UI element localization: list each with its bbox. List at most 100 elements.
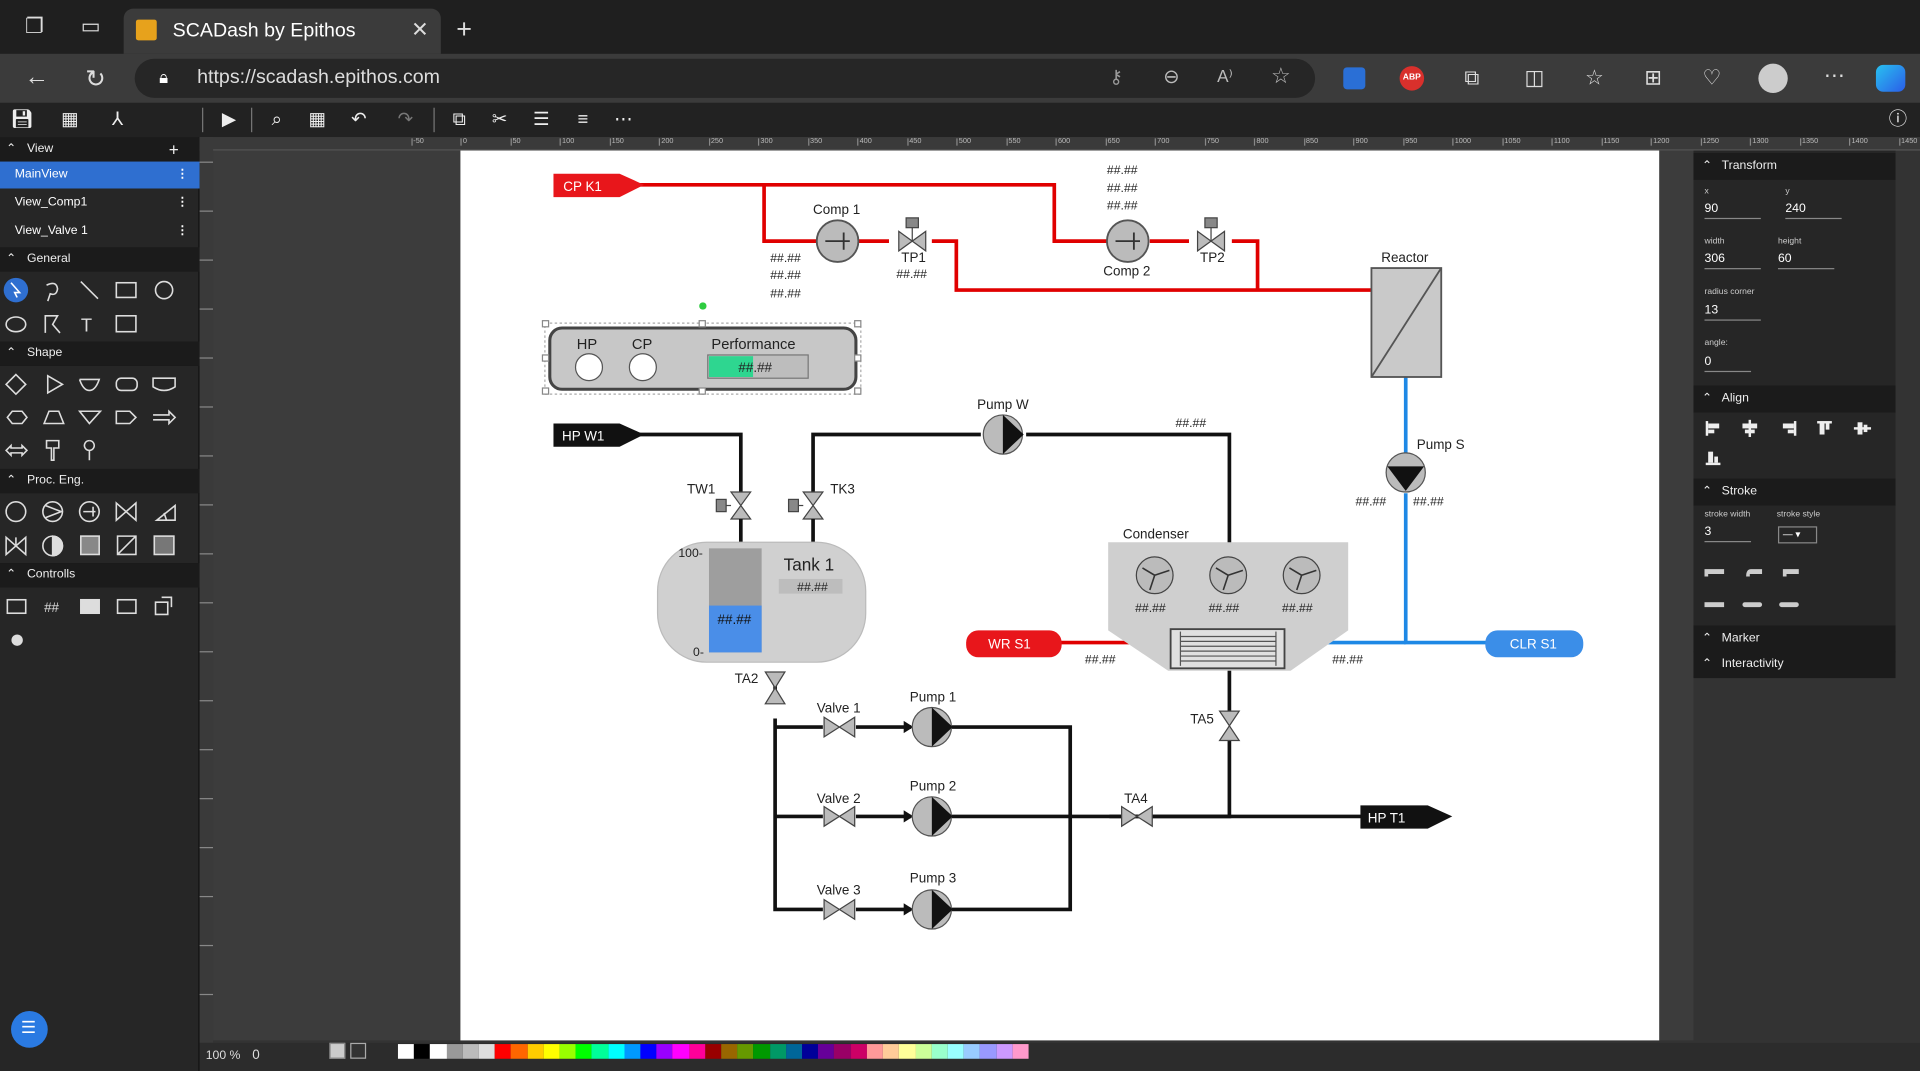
rectangle-tool[interactable] — [115, 281, 137, 299]
tag-clr-s1[interactable]: CLR S1 — [1485, 630, 1584, 658]
funnel-shape[interactable] — [77, 410, 103, 425]
help-icon[interactable]: ⓘ — [1888, 108, 1908, 130]
tank-1[interactable]: ##.## 100- 0- Tank 1 ##.## — [656, 541, 867, 663]
collections-icon[interactable]: ⊞ — [1644, 66, 1662, 90]
diamond-shape[interactable] — [4, 373, 27, 396]
text-tool[interactable]: T — [81, 315, 92, 336]
palette-swatch[interactable] — [462, 1044, 479, 1059]
palette-swatch[interactable] — [737, 1044, 754, 1059]
circle-tool[interactable] — [154, 280, 174, 300]
view-menu-icon[interactable]: ⋮ — [176, 167, 189, 182]
palette-swatch[interactable] — [1012, 1044, 1029, 1059]
view-menu-icon[interactable]: ⋮ — [176, 223, 189, 238]
palette-swatch[interactable] — [915, 1044, 932, 1059]
align-top-icon[interactable] — [1817, 421, 1832, 435]
hexagon-shape[interactable] — [6, 410, 28, 425]
double-arrow-shape[interactable] — [4, 443, 29, 458]
angle-valve-symbol[interactable] — [154, 503, 176, 521]
compressor-comp1[interactable] — [815, 219, 860, 263]
close-tab-icon[interactable]: ✕ — [411, 18, 429, 42]
container-shape[interactable] — [152, 377, 176, 392]
play-icon[interactable]: ▶ — [221, 108, 237, 130]
palette-swatch[interactable] — [575, 1044, 592, 1059]
stroke-color-swatch[interactable] — [350, 1042, 367, 1059]
interactivity-section-header[interactable]: ⌃Interactivity — [1693, 651, 1896, 679]
browser-essentials-icon[interactable]: ♡ — [1702, 66, 1722, 90]
half-circle-symbol[interactable] — [42, 535, 64, 557]
palette-swatch[interactable] — [996, 1044, 1013, 1059]
color-palette[interactable] — [397, 1044, 1029, 1059]
general-section-header[interactable]: ⌃General — [0, 247, 200, 272]
zoom-out-icon[interactable]: ⊖ — [1163, 67, 1180, 89]
marker-section-header[interactable]: ⌃Marker — [1693, 625, 1896, 653]
pump-symbol[interactable] — [42, 501, 64, 523]
shape-section-header[interactable]: ⌃Shape — [0, 341, 200, 366]
palette-swatch[interactable] — [656, 1044, 673, 1059]
palette-swatch[interactable] — [559, 1044, 576, 1059]
panel-control[interactable] — [6, 598, 27, 615]
palette-swatch[interactable] — [850, 1044, 867, 1059]
pattern-fill-symbol[interactable] — [80, 535, 100, 556]
workspaces-icon[interactable]: ❐ — [24, 14, 44, 38]
align-middle-icon[interactable] — [1853, 422, 1872, 435]
dashboard-icon[interactable]: ▦ — [61, 108, 79, 130]
palette-swatch[interactable] — [979, 1044, 997, 1059]
zoom-icon[interactable]: ⌕ — [271, 108, 282, 130]
angle-field[interactable]: 0 — [1704, 355, 1752, 373]
palette-swatch[interactable] — [834, 1044, 851, 1059]
align-left-icon[interactable] — [1705, 421, 1720, 436]
pin-shape[interactable] — [83, 439, 95, 461]
more-tools-icon[interactable]: ⋯ — [614, 108, 633, 130]
valve-tp2[interactable] — [1196, 217, 1226, 253]
read-aloud-icon[interactable]: A⁾ — [1217, 66, 1233, 86]
compressor-comp2[interactable] — [1106, 219, 1150, 263]
value-control[interactable]: ## — [44, 600, 59, 615]
condenser[interactable]: ##.## ##.## ##.## — [1108, 542, 1349, 671]
copilot-icon[interactable] — [1875, 64, 1906, 92]
join-round-icon[interactable] — [1742, 602, 1763, 608]
join-miter-icon[interactable] — [1704, 602, 1725, 608]
palette-swatch[interactable] — [721, 1044, 738, 1059]
valve-ta5[interactable] — [1218, 710, 1241, 742]
rotate-handle[interactable] — [699, 302, 707, 310]
menu-fab[interactable]: ☰ — [11, 1011, 48, 1048]
zoom-level[interactable]: 100 % — [205, 1048, 241, 1063]
align-bottom-icon[interactable] — [1705, 451, 1721, 466]
view-item-mainview[interactable]: MainView⋮ — [0, 161, 200, 189]
refresh-icon[interactable]: ↻ — [85, 66, 106, 94]
browser-tab[interactable]: SCADash by Epithos ✕ — [123, 8, 441, 54]
dropdown-control[interactable] — [116, 598, 137, 615]
valve-ta4[interactable] — [1121, 805, 1153, 828]
favorites-icon[interactable]: ☆ — [1584, 66, 1604, 90]
valve-2[interactable] — [823, 805, 856, 828]
palette-swatch[interactable] — [882, 1044, 900, 1059]
transform-section-header[interactable]: ⌃Transform — [1693, 153, 1896, 180]
tag-hp-t1[interactable]: HP T1 — [1360, 805, 1453, 829]
switch-control[interactable] — [154, 596, 173, 616]
palette-swatch[interactable] — [640, 1044, 657, 1059]
view-item-comp1[interactable]: View_Comp1⋮ — [0, 190, 200, 217]
rotation-value[interactable]: 0 — [252, 1047, 260, 1063]
key-icon[interactable]: ⚷ — [1109, 67, 1123, 89]
palette-swatch[interactable] — [963, 1044, 980, 1059]
controls-section-header[interactable]: ⌃Controlls — [0, 563, 200, 588]
bowl-shape[interactable] — [78, 378, 101, 392]
palette-swatch[interactable] — [527, 1044, 544, 1059]
filter-symbol[interactable] — [116, 535, 137, 556]
trapezoid-shape[interactable] — [42, 410, 65, 425]
pentagon-shape[interactable] — [115, 410, 138, 425]
palette-swatch[interactable] — [818, 1044, 835, 1059]
copy-icon[interactable]: ⧉ — [452, 108, 466, 130]
palette-swatch[interactable] — [769, 1044, 786, 1059]
palette-swatch[interactable] — [672, 1044, 689, 1059]
add-view-icon[interactable]: + — [168, 139, 179, 160]
palette-swatch[interactable] — [494, 1044, 512, 1059]
palette-swatch[interactable] — [414, 1044, 431, 1059]
palette-swatch[interactable] — [785, 1044, 803, 1059]
palette-swatch[interactable] — [947, 1044, 964, 1059]
triangle-shape[interactable] — [46, 374, 65, 395]
valve-tp1[interactable] — [898, 217, 927, 253]
cut-icon[interactable]: ✂ — [491, 108, 508, 130]
fill-color-swatch[interactable] — [329, 1042, 346, 1059]
align-right-icon[interactable] — [1782, 421, 1797, 436]
